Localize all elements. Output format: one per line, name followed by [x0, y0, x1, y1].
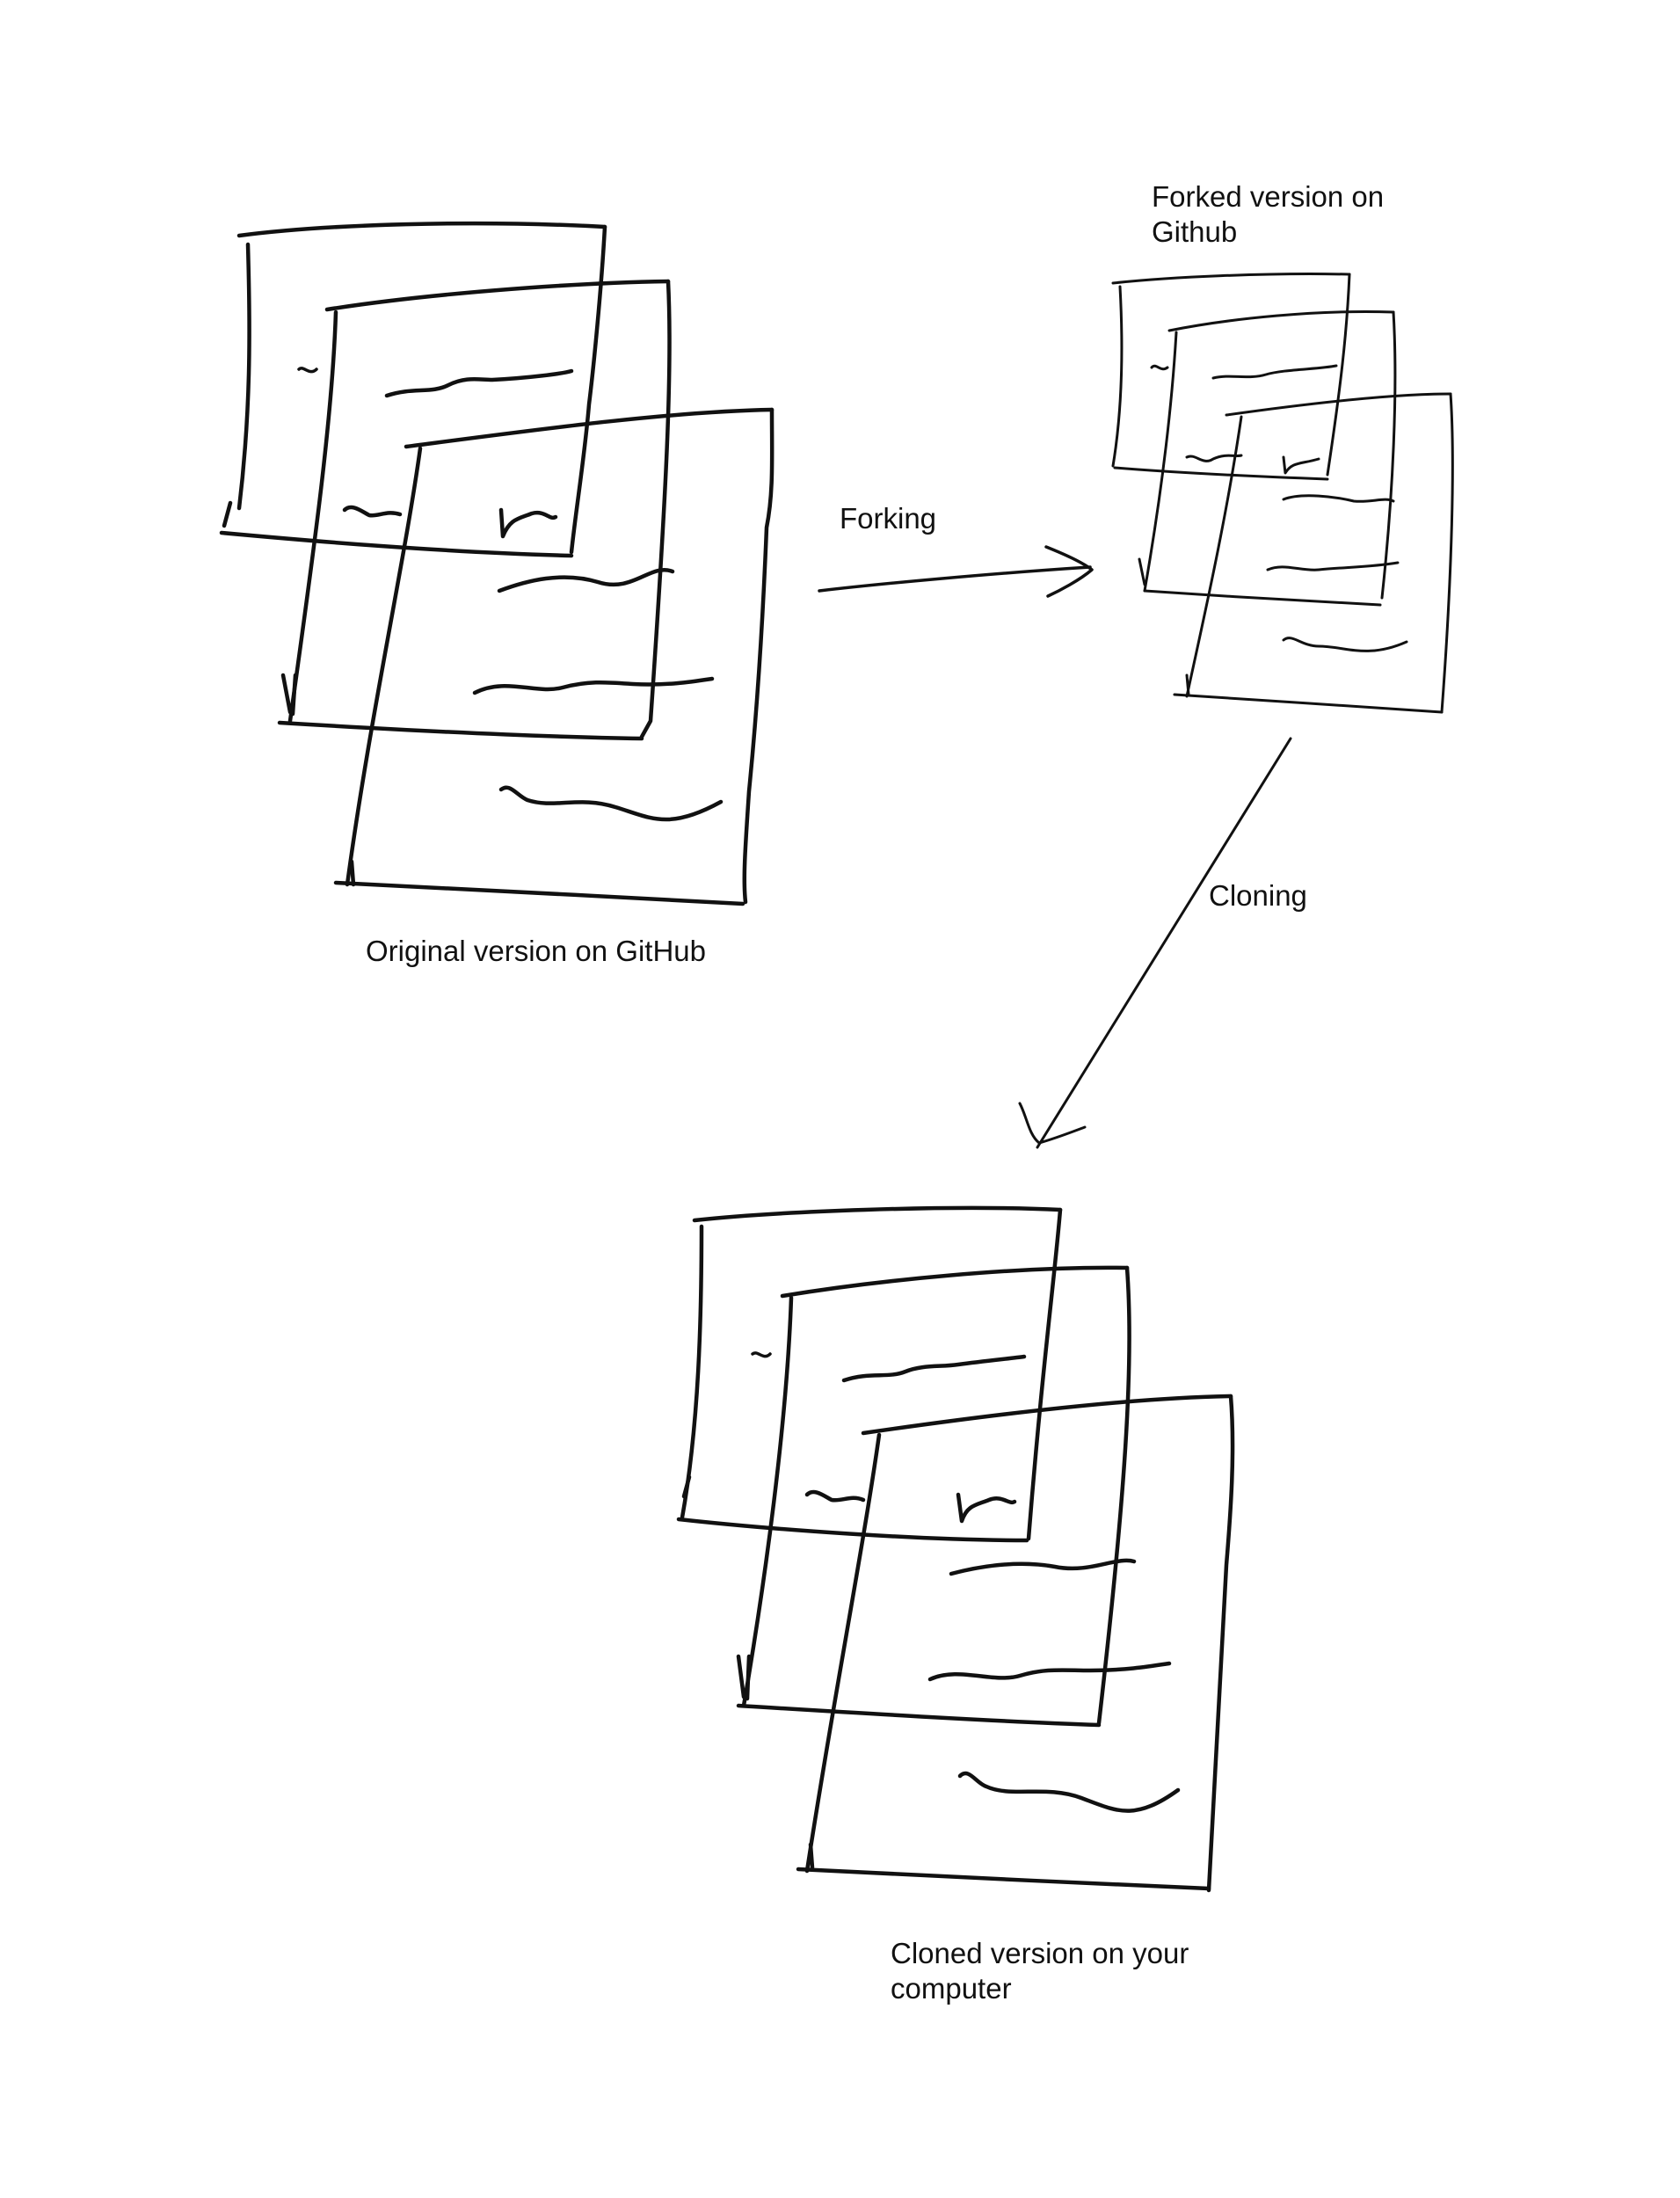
forking-label: Forking — [840, 502, 937, 535]
cloning-label: Cloning — [1209, 879, 1307, 912]
cloned-middle-doc — [736, 1265, 1131, 1728]
forked-repo-label-line1: Forked version on — [1152, 180, 1385, 213]
original-repo-label: Original version on GitHub — [366, 935, 707, 967]
cloning-arrow — [1018, 737, 1292, 1149]
cloned-repo-stack — [676, 1205, 1235, 1893]
forked-middle-doc — [1138, 309, 1397, 607]
forked-front-doc — [1173, 392, 1454, 714]
original-front-doc — [333, 407, 775, 906]
cloned-repo-label-line2: computer — [891, 1972, 1012, 2005]
forking-arrow — [818, 545, 1094, 598]
cloned-front-doc — [796, 1394, 1235, 1893]
cloned-repo-label-line1: Cloned version on your — [891, 1937, 1189, 1969]
original-back-doc — [219, 221, 607, 558]
forked-repo-stack — [1111, 273, 1454, 714]
original-middle-doc — [277, 279, 672, 741]
cloned-back-doc — [676, 1205, 1063, 1543]
forked-repo-label-line2: Github — [1152, 215, 1238, 248]
forked-back-doc — [1111, 273, 1351, 481]
original-repo-stack — [219, 221, 775, 906]
